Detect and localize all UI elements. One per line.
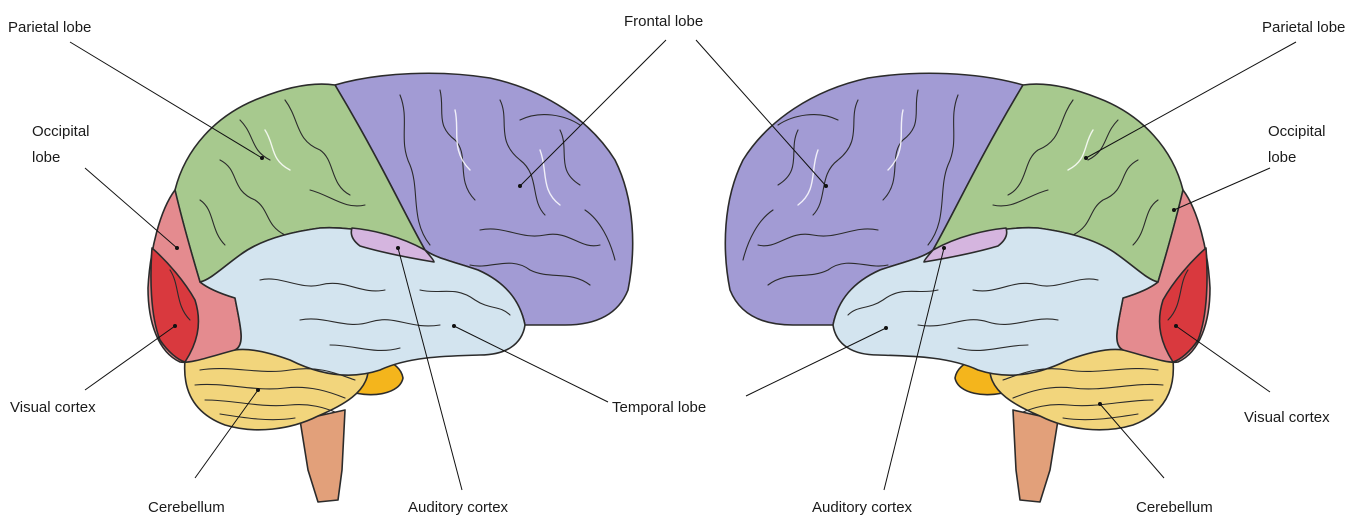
right-brain-stem	[1013, 410, 1058, 502]
label-temporal: Temporal lobe	[612, 399, 706, 416]
leader-temporal-left-dot	[452, 324, 456, 328]
label-right-occipital-2: lobe	[1268, 149, 1296, 166]
leader-frontal-left-dot	[518, 184, 522, 188]
label-left-occipital-1: Occipital	[32, 123, 90, 140]
leader-temporal-right-dot	[884, 326, 888, 330]
leader-left-parietal-dot	[260, 156, 264, 160]
leader-temporal-right	[746, 328, 886, 396]
label-left-cerebellum: Cerebellum	[148, 499, 225, 516]
leader-right-parietal-dot	[1084, 156, 1088, 160]
label-left-visual: Visual cortex	[10, 399, 96, 416]
leader-right-occipital-dot	[1172, 208, 1176, 212]
leader-right-parietal	[1086, 42, 1296, 158]
leader-left-auditory-dot	[396, 246, 400, 250]
label-right-visual: Visual cortex	[1244, 409, 1330, 426]
leader-left-cerebellum-dot	[256, 388, 260, 392]
left-brain-stem	[300, 410, 345, 502]
leader-left-occipital-dot	[175, 246, 179, 250]
right-brain	[725, 73, 1210, 502]
leader-right-cerebellum-dot	[1098, 402, 1102, 406]
label-right-occipital-1: Occipital	[1268, 123, 1326, 140]
leader-right-auditory-dot	[942, 246, 946, 250]
leader-right-visual-dot	[1174, 324, 1178, 328]
leader-frontal-right-dot	[824, 184, 828, 188]
label-right-parietal: Parietal lobe	[1262, 19, 1345, 36]
leader-left-occipital	[85, 168, 177, 248]
left-brain	[148, 73, 633, 502]
label-left-parietal: Parietal lobe	[8, 19, 91, 36]
label-left-auditory: Auditory cortex	[408, 499, 509, 516]
label-right-cerebellum: Cerebellum	[1136, 499, 1213, 516]
label-frontal: Frontal lobe	[624, 13, 703, 30]
leader-left-visual	[85, 326, 175, 390]
label-left-occipital-2: lobe	[32, 149, 60, 166]
leader-right-occipital	[1174, 168, 1270, 210]
leader-right-visual	[1176, 326, 1270, 392]
label-right-auditory: Auditory cortex	[812, 499, 913, 516]
leader-left-visual-dot	[173, 324, 177, 328]
leader-left-parietal	[70, 42, 262, 158]
leader-temporal-left	[454, 326, 608, 402]
